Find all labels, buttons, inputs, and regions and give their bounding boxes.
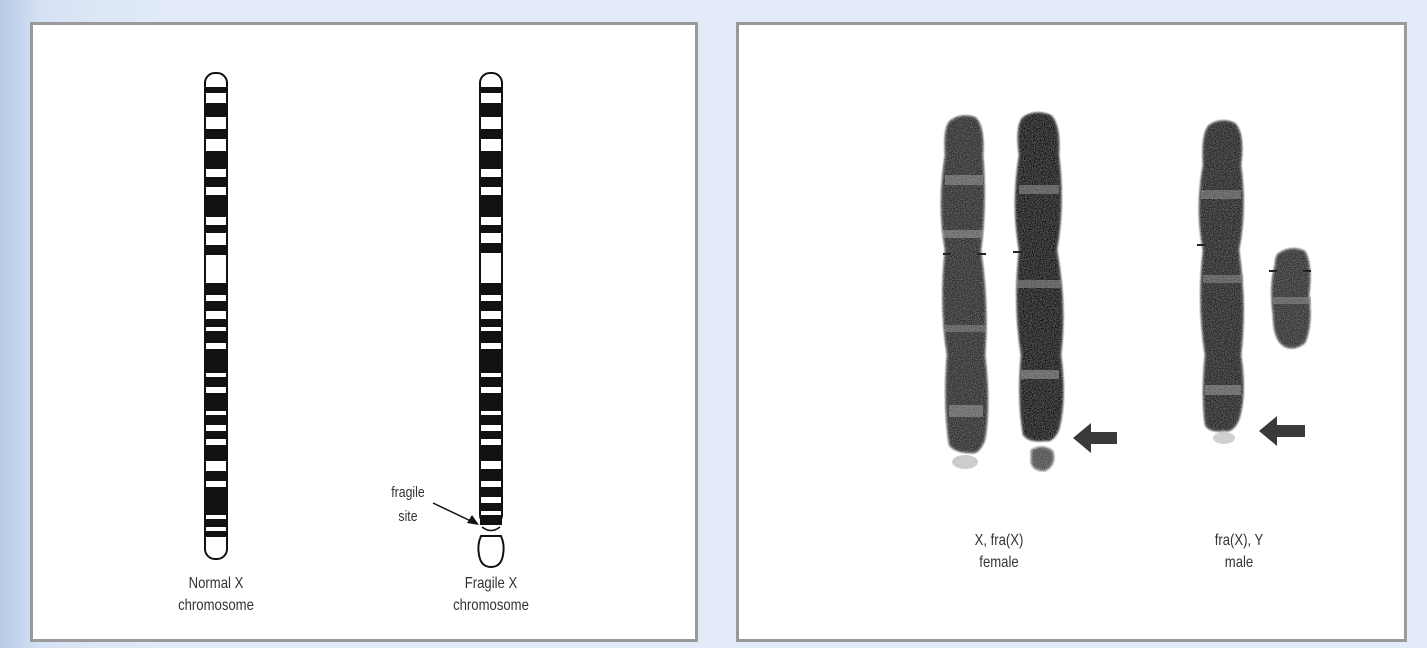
normal-x-band	[205, 331, 227, 343]
micrograph-panel: X, fra(X) female fra(X), Y male	[736, 22, 1407, 642]
fragile-x-band	[480, 377, 502, 387]
fragile-x-terminal-fragment	[478, 536, 503, 567]
fragile-x-band	[480, 87, 502, 93]
fragile-x-bands	[477, 87, 505, 525]
male-caption-line2: male	[1190, 552, 1288, 574]
fragile-x-band	[480, 319, 502, 327]
normal-x-band	[205, 393, 227, 411]
fragile-site-label-line1: fragile	[383, 481, 432, 505]
normal-x-band	[205, 129, 227, 139]
normal-x-band	[205, 195, 227, 217]
fragile-site-label: fragile site	[383, 481, 432, 529]
fragile-x-band	[480, 415, 502, 425]
normal-x-caption: Normal X chromosome	[167, 573, 265, 617]
fragile-x-band	[480, 129, 502, 139]
fragile-x-band	[480, 243, 502, 253]
normal-x-band	[205, 151, 227, 169]
normal-x-band	[205, 225, 227, 233]
fragile-x-band	[480, 393, 502, 411]
female-caption-line2: female	[950, 552, 1048, 574]
centromere-ticks	[943, 245, 1311, 271]
normal-x-band	[205, 531, 227, 537]
ideogram-svg	[33, 25, 695, 639]
ideogram-panel: Normal X chromosome Fragile X chromosome…	[30, 22, 698, 642]
female-caption: X, fra(X) female	[950, 530, 1048, 574]
male-caption: fra(X), Y male	[1190, 530, 1288, 574]
fragile-site-gap	[480, 525, 502, 533]
normal-x-band	[205, 177, 227, 187]
normal-x-band	[205, 445, 227, 461]
normal-x-bands	[202, 87, 230, 537]
fragile-x-band	[480, 445, 502, 461]
normal-x-caption-line2: chromosome	[167, 595, 265, 617]
fragile-x-band	[480, 503, 502, 511]
fragile-x-band	[480, 349, 502, 373]
fragile-x-band	[480, 331, 502, 343]
female-caption-line1: X, fra(X)	[950, 530, 1048, 552]
normal-x-ideogram	[202, 73, 230, 559]
fragile-x-caption-line1: Fragile X	[442, 573, 540, 595]
normal-x-band	[205, 431, 227, 439]
fragile-x-band	[480, 177, 502, 187]
male-fragile-site-arrow-icon	[1259, 416, 1305, 446]
fragile-x-ideogram	[477, 73, 505, 567]
normal-x-band	[205, 377, 227, 387]
normal-x-band	[205, 519, 227, 527]
fragile-x-band	[480, 103, 502, 117]
normal-x-band	[205, 87, 227, 93]
fragile-x-caption: Fragile X chromosome	[442, 573, 540, 617]
y-chromosome	[1271, 248, 1311, 348]
fragile-x-band	[480, 195, 502, 217]
fragile-x-band	[480, 487, 502, 497]
normal-x-band	[205, 349, 227, 373]
normal-x-centromere	[202, 255, 230, 271]
fragile-x-band	[480, 431, 502, 439]
normal-x-outline	[205, 73, 227, 559]
normal-x-band	[205, 471, 227, 481]
normal-x-band	[205, 283, 227, 295]
male-fragile-x-chromosome	[1199, 120, 1244, 444]
micrograph-svg	[739, 25, 1404, 639]
fragile-x-band	[480, 225, 502, 233]
normal-x-band	[205, 103, 227, 117]
fragile-x-band	[480, 469, 502, 481]
female-fragile-site-arrow-icon	[1073, 423, 1117, 453]
fragile-x-band	[480, 301, 502, 311]
female-fragile-x-chromosome	[1015, 112, 1064, 471]
normal-x-band	[205, 487, 227, 515]
fragile-site-arrow	[433, 503, 479, 525]
normal-x-band	[205, 245, 227, 255]
normal-x-band	[205, 319, 227, 327]
fragile-x-caption-line2: chromosome	[442, 595, 540, 617]
female-x-chromosome	[941, 116, 988, 469]
fragile-x-band	[480, 151, 502, 169]
normal-x-band	[205, 301, 227, 311]
normal-x-caption-line1: Normal X	[167, 573, 265, 595]
fragile-x-centromere	[477, 255, 505, 271]
fragile-site-label-line2: site	[383, 505, 432, 529]
fragile-x-band	[480, 283, 502, 295]
male-caption-line1: fra(X), Y	[1190, 530, 1288, 552]
normal-x-band	[205, 415, 227, 425]
